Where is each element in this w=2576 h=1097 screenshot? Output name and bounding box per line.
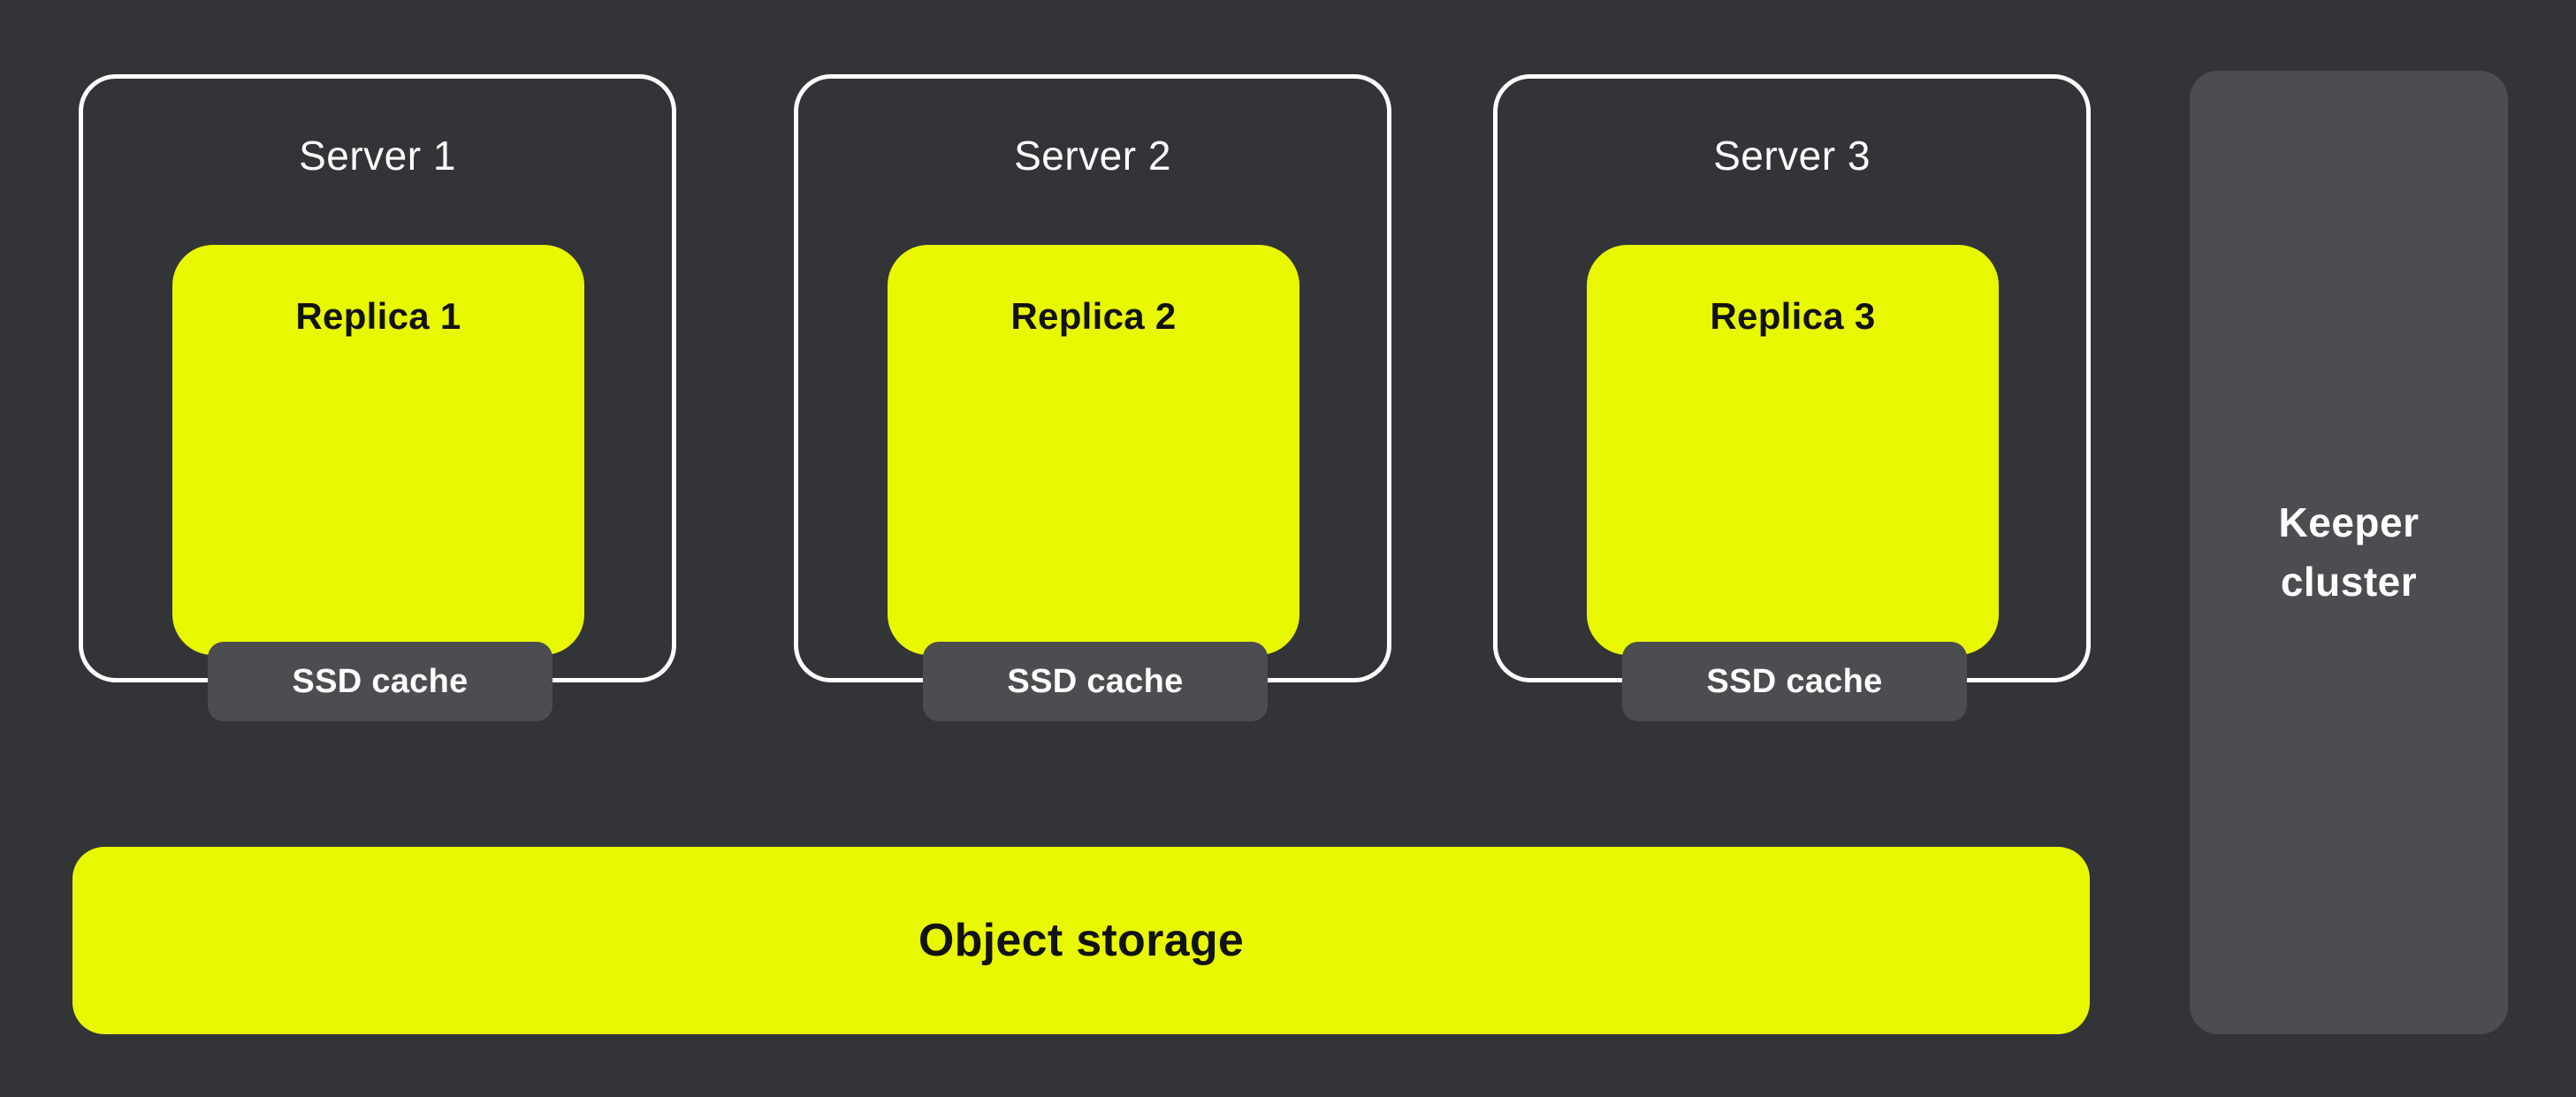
server-box-3: Server 3 Replica 3 SSD cache [1493, 74, 2091, 721]
replica-2-title: Replica 2 [1010, 295, 1177, 337]
server-box-1: Server 1 Replica 1 SSD cache [79, 74, 676, 721]
ssd-cache-1-title: SSD cache [292, 662, 469, 700]
replica-1-title: Replica 1 [295, 295, 461, 337]
server-1-title: Server 1 [299, 133, 456, 179]
server-3-title: Server 3 [1713, 133, 1871, 179]
ssd-cache-3-title: SSD cache [1706, 662, 1883, 700]
ssd-cache-2-title: SSD cache [1007, 662, 1184, 700]
keeper-cluster-title: Keeper cluster [2278, 499, 2420, 605]
ssd-cache-chip-3: SSD cache [1622, 642, 1967, 721]
replica-box-2: Replica 2 [888, 245, 1299, 655]
keeper-cluster-box: Keeper cluster [2190, 71, 2508, 1034]
object-storage-title: Object storage [918, 915, 1245, 966]
object-storage-box: Object storage [72, 847, 2090, 1034]
replica-3-title: Replica 3 [1710, 295, 1876, 337]
ssd-cache-chip-1: SSD cache [208, 642, 553, 721]
server-box-2: Server 2 Replica 2 SSD cache [794, 74, 1391, 721]
ssd-cache-chip-2: SSD cache [923, 642, 1268, 721]
replica-box-1: Replica 1 [172, 245, 584, 655]
server-2-title: Server 2 [1014, 133, 1171, 179]
replica-box-3: Replica 3 [1587, 245, 1999, 655]
